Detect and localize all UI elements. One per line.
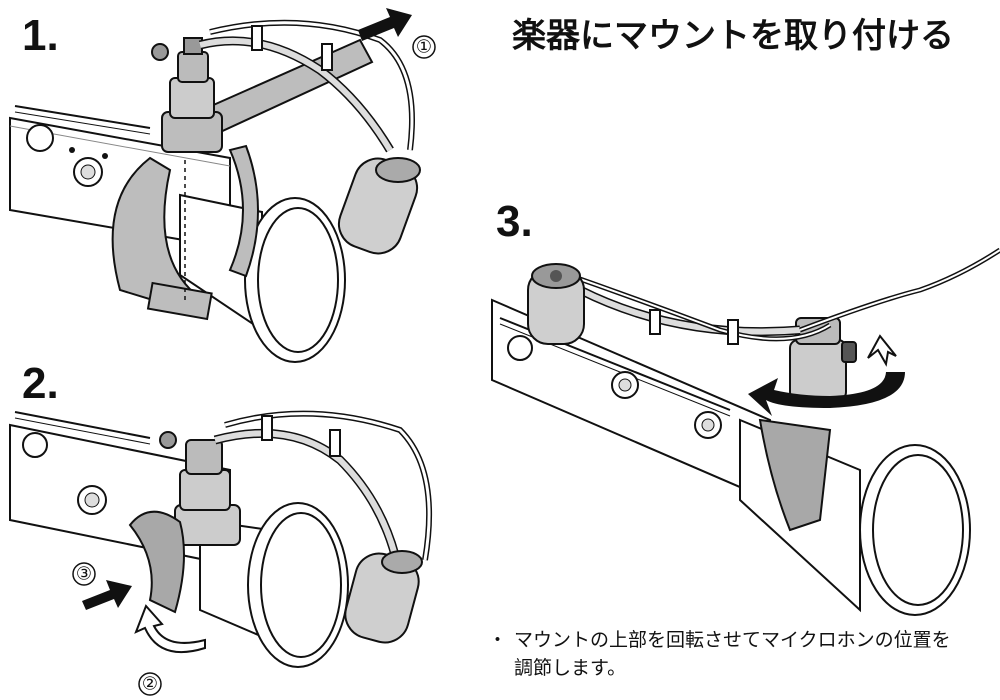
- panel-3-illustration: [491, 247, 1000, 616]
- marker-2-label: ②: [142, 674, 158, 695]
- step-2-number: 2.: [22, 359, 59, 408]
- step-3-number: 3.: [496, 197, 533, 246]
- note-bullet: ・: [488, 629, 508, 651]
- panel-1-illustration: ①: [9, 8, 436, 363]
- marker-3-label: ③: [76, 564, 92, 585]
- step-1-number: 1.: [22, 11, 59, 60]
- note-line-2: 調節します。: [514, 657, 627, 679]
- marker-1-label: ①: [416, 37, 432, 58]
- page-title: 楽器にマウントを取り付ける: [512, 16, 954, 56]
- arrow-1-icon: [358, 8, 412, 41]
- note-line-1: マウントの上部を回転させてマイクロホンの位置を: [514, 629, 951, 651]
- panel-2-illustration: ③ ②: [9, 410, 433, 696]
- rotation-arrow-icon: [748, 372, 905, 416]
- arrow-3-icon: [82, 580, 132, 610]
- curved-arrow-2-icon: [134, 604, 206, 653]
